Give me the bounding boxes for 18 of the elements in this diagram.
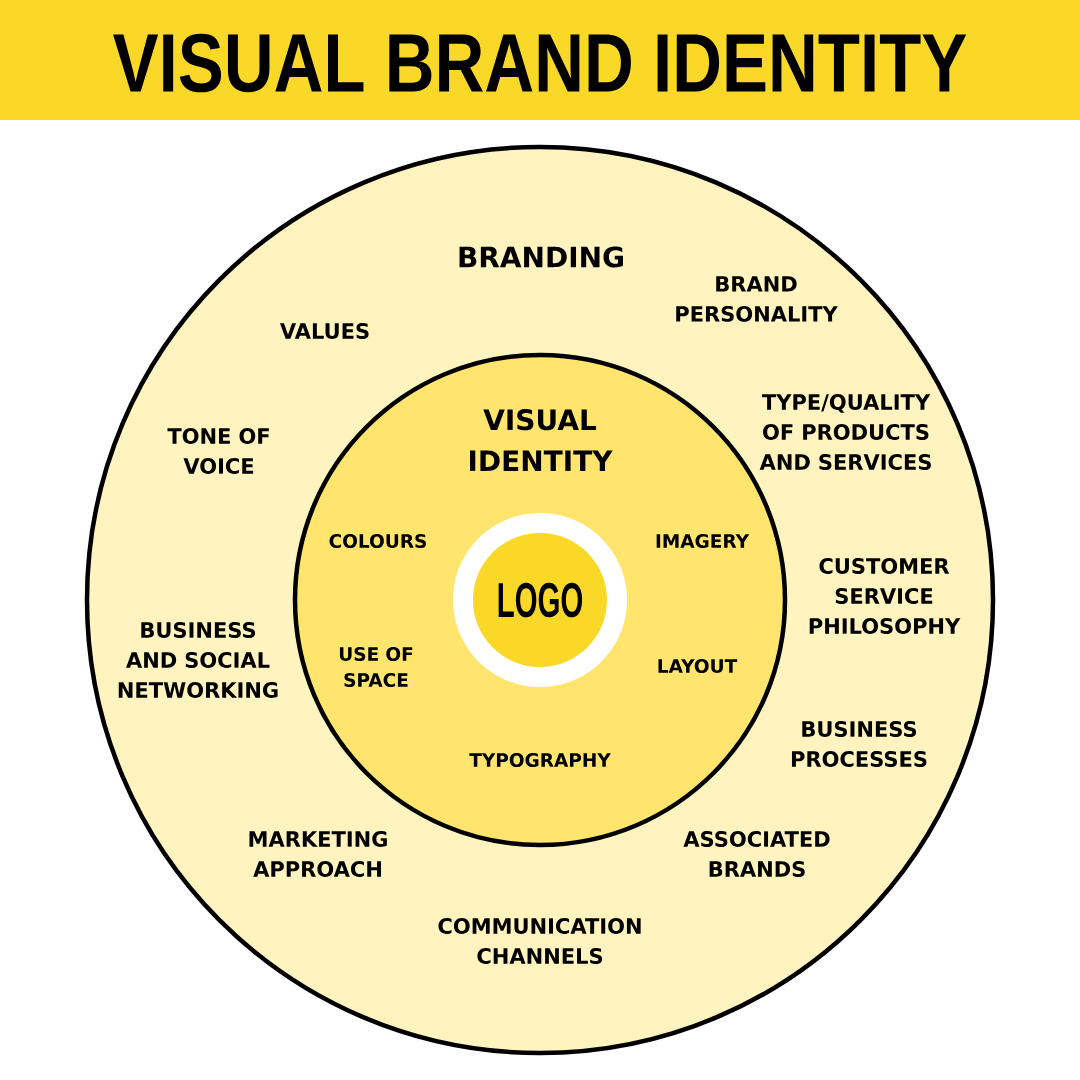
text-label: CUSTOMER SERVICE PHILOSOPHY [809,558,961,634]
text-label: VALUES [280,323,369,339]
text-label: TYPE/QUALITY OF PRODUCTS AND SERVICES [759,394,931,470]
text-label: BUSINESS PROCESSES [791,721,927,767]
circle-heading: BRANDING [459,246,623,268]
title-bar: VISUAL BRAND IDENTITY [0,0,1080,120]
text-label: TYPOGRAPHY [469,753,611,767]
text-label: LAYOUT [658,659,738,673]
text-label: USE OF SPACE [339,647,413,687]
text-label: MARKETING APPROACH [249,831,387,877]
text-label: BUSINESS AND SOCIAL NETWORKING [118,622,278,698]
text-label: COLOURS [329,534,427,548]
text-label: ASSOCIATED BRANDS [683,831,830,877]
text-label: TONE OF VOICE [167,428,269,474]
text-label: IMAGERY [656,534,750,548]
text-label: COMMUNICATION CHANNELS [438,918,641,964]
text-label: BRAND PERSONALITY [676,276,838,322]
circle-heading: VISUAL IDENTITY [470,409,613,471]
